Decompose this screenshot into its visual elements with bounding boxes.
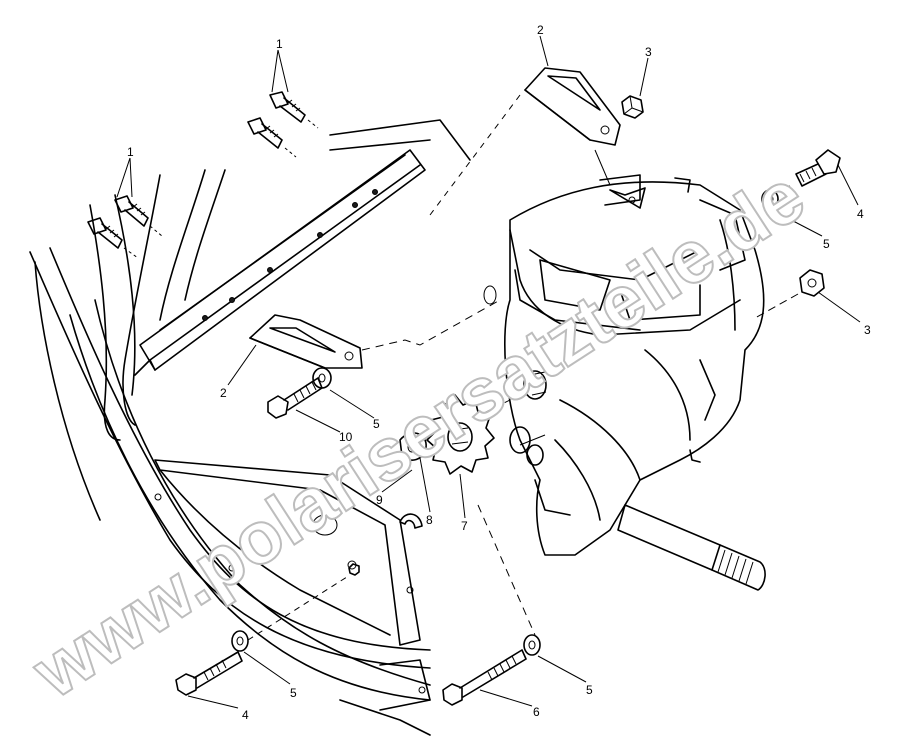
callout-5-right: 5 (823, 237, 830, 251)
bolt-1-lower-a (114, 195, 163, 237)
washer-5-bolt6 (523, 634, 541, 656)
washer-5-bolt4 (231, 630, 249, 652)
callout-2-upper: 2 (537, 23, 544, 37)
callout-3-right: 3 (864, 323, 871, 337)
washer-5-bolt10 (312, 367, 332, 389)
sprocket-7 (426, 394, 495, 475)
callout-4-lower: 4 (242, 708, 249, 722)
callout-3-top: 3 (645, 45, 652, 59)
frame-tubes (29, 119, 471, 736)
retainer-8 (399, 432, 427, 461)
gearbox-housing (479, 174, 765, 556)
callout-5-bolt6: 5 (586, 683, 593, 697)
callout-1-upper: 1 (276, 37, 283, 51)
bracket-2-upper (429, 67, 621, 216)
washer-5-right (761, 189, 779, 209)
nut-3-right (754, 269, 825, 319)
callout-10: 10 (339, 430, 353, 444)
nut-3-plate (348, 563, 360, 576)
callout-1-lower: 1 (127, 145, 134, 159)
bolt-1-lower-b (87, 217, 139, 259)
nut-3-top (621, 95, 644, 119)
callout-5-bolt10: 5 (373, 417, 380, 431)
callout-labels: 1 1 2 2 3 3 4 4 5 5 5 5 6 7 8 9 10 (127, 23, 871, 722)
frame-mount-plate (154, 459, 421, 646)
callout-9: 9 (376, 493, 383, 507)
bolt-1-upper-b (247, 117, 297, 158)
leader-lines (116, 35, 861, 709)
bolt-1-upper-a (269, 91, 319, 129)
callout-2-lower: 2 (220, 386, 227, 400)
bolt-4-lower (175, 574, 351, 696)
callout-6: 6 (533, 705, 540, 719)
callout-8: 8 (426, 513, 433, 527)
bolt-6 (442, 504, 536, 706)
clip-9 (399, 513, 423, 529)
callout-7: 7 (461, 519, 468, 533)
callout-5-bolt4: 5 (290, 686, 297, 700)
frame-rail (134, 149, 426, 376)
output-shaft (617, 504, 766, 591)
callout-4-right: 4 (857, 207, 864, 221)
